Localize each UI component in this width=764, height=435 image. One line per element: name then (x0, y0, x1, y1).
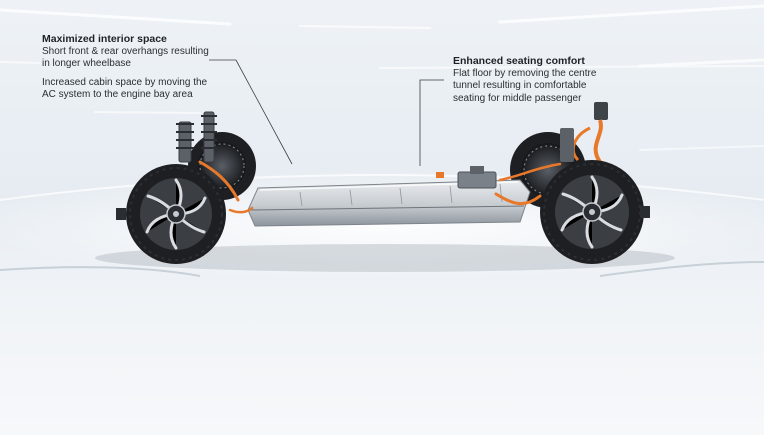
seating-leader-line (419, 79, 444, 166)
interior-leader-line (209, 59, 293, 165)
rear-suspension (176, 111, 217, 163)
callout-seating-line: tunnel resulting in comfortable (453, 80, 587, 91)
callout-interior-line: in longer wheelbase (42, 58, 131, 69)
chassis-shadow (95, 244, 675, 272)
wheel-rear (126, 164, 226, 264)
front-suspension (560, 102, 608, 164)
callout-interior-line: Short front & rear overhangs resulting (42, 45, 209, 57)
battery-pack (247, 166, 531, 227)
wheel-front (540, 160, 644, 264)
callout-seating-comfort: Enhanced seating comfort Flat floor by r… (453, 55, 633, 105)
front-bumper-mount (640, 206, 650, 218)
callout-interior-line: Increased cabin space by moving the (42, 76, 208, 88)
callout-interior-line: AC system to the engine bay area (42, 89, 193, 100)
callout-seating-line: Flat floor by removing the centre (453, 67, 597, 79)
callout-seating-line: seating for middle passenger (453, 92, 582, 104)
callout-interior-title: Maximized interior space (42, 33, 167, 45)
hv-cables (198, 160, 562, 214)
rear-bumper-mount (116, 208, 126, 220)
callout-interior-space: Maximized interior space Short front & r… (42, 33, 242, 102)
light-streaks (0, 4, 764, 151)
callout-seating-title: Enhanced seating comfort (453, 55, 585, 67)
floor-ring (0, 174, 764, 201)
